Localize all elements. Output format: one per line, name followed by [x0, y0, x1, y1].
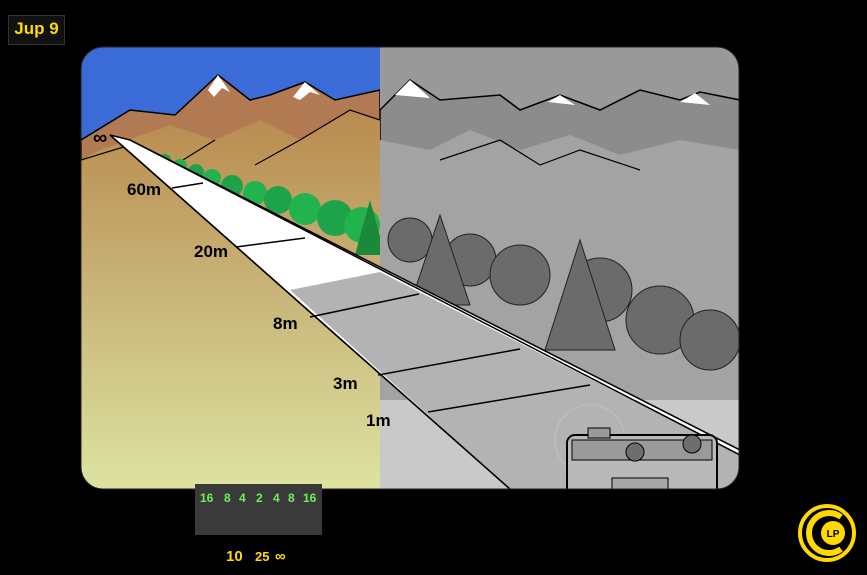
infinity-icon: ∞ — [93, 127, 108, 149]
logo-text: LP — [827, 529, 840, 540]
dof-number: 4 — [273, 491, 280, 505]
snow-cap — [293, 82, 320, 100]
focus-distance-scale: 10 25 ∞ — [195, 540, 322, 570]
focus-number: 25 — [255, 549, 270, 564]
dof-number: 4 — [239, 491, 246, 505]
distance-label-60m: 60m — [127, 180, 162, 199]
distance-label-8m: 8m — [273, 314, 298, 333]
page-title: Jup 9 — [14, 19, 59, 38]
distance-label-20m: 20m — [194, 242, 229, 261]
lp-logo-icon: LP — [798, 504, 856, 562]
focus-number: ∞ — [275, 548, 286, 565]
distance-label-3m: 3m — [333, 374, 358, 393]
camera-icon — [554, 404, 718, 489]
dof-number: 16 — [303, 491, 317, 505]
depth-of-field-scale: 16 8 4 2 4 8 16 — [195, 484, 322, 535]
scene-frame — [80, 46, 740, 490]
distance-label-1m: 1m — [366, 411, 391, 430]
dof-number: 8 — [224, 491, 231, 505]
dof-number: 8 — [288, 491, 295, 505]
dof-number: 2 — [256, 491, 263, 505]
title-badge: Jup 9 — [8, 15, 65, 45]
dof-number: 16 — [200, 491, 214, 505]
snow-cap — [208, 75, 230, 97]
tree-row — [159, 154, 380, 255]
focus-number: 10 — [226, 548, 243, 565]
